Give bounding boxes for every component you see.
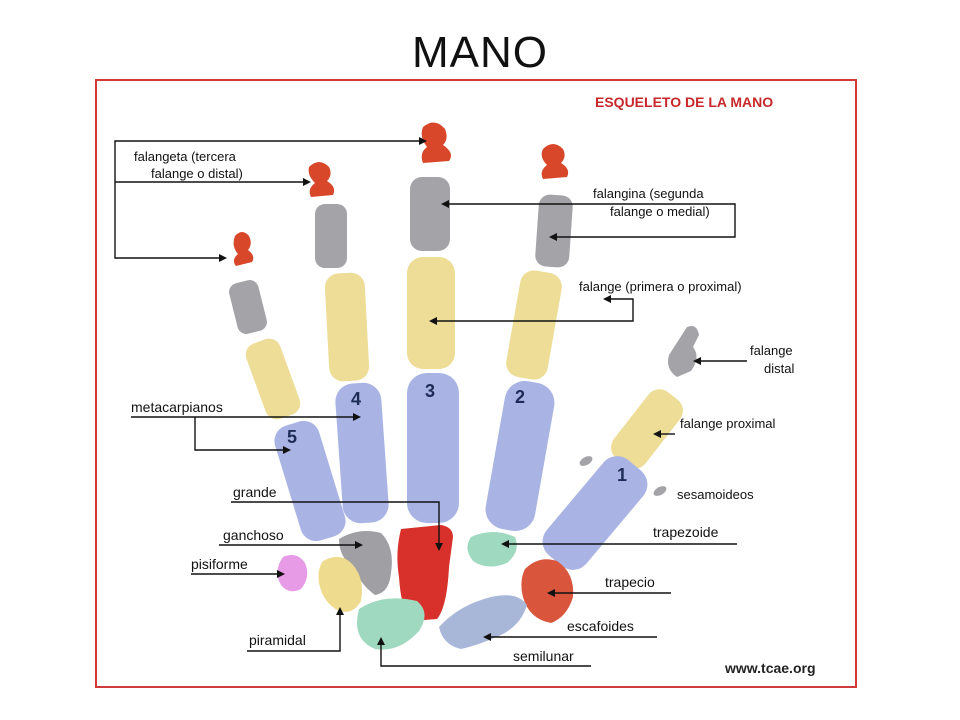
ring-proximal-phalanx [324, 272, 370, 382]
index-distal-phalanx [541, 144, 569, 179]
credit-text: www.tcae.org [724, 660, 816, 676]
leader-lines [114, 137, 747, 667]
trapezoide-bone [467, 532, 517, 567]
label-trapezoide: trapezoide [653, 524, 719, 540]
label-falange-proximal: falange (primera o proximal) [579, 279, 742, 294]
little-proximal-phalanx [245, 338, 301, 420]
label-falangeta-line1: falangeta (tercera [134, 149, 237, 164]
ring-distal-phalanx [308, 162, 335, 197]
hand-skeleton-diagram: 1 2 3 4 5 [114, 94, 816, 676]
middle-proximal-phalanx [407, 257, 455, 369]
middle-distal-phalanx [421, 122, 451, 163]
label-thumb-distal-line1: falange [750, 343, 793, 358]
bones [229, 122, 699, 650]
index-proximal-phalanx [506, 270, 562, 380]
label-grande: grande [233, 484, 277, 500]
label-thumb-proximal: falange proximal [680, 416, 775, 431]
carpal-bones [277, 525, 574, 650]
metacarpal-3 [407, 373, 459, 523]
trapecio-bone [521, 559, 574, 623]
metacarpal-number-2: 2 [515, 387, 525, 407]
metacarpal-2 [485, 380, 555, 532]
label-thumb-distal-line2: distal [764, 361, 794, 376]
piramidal-bone [318, 556, 362, 612]
middle-middle-phalanx [410, 177, 450, 251]
metacarpal-1 [542, 456, 648, 570]
label-trapecio: trapecio [605, 574, 655, 590]
label-falangina-line1: falangina (segunda [593, 186, 704, 201]
little-finger [229, 232, 346, 542]
metacarpal-number-3: 3 [425, 381, 435, 401]
index-finger [485, 144, 573, 532]
metacarpal-5 [274, 420, 346, 542]
ring-finger [308, 162, 389, 524]
index-middle-phalanx [535, 194, 573, 268]
ring-middle-phalanx [315, 204, 347, 268]
thumb-distal-phalanx [668, 326, 699, 377]
figure-heading: ESQUELETO DE LA MANO [595, 94, 773, 110]
thumb-proximal-phalanx [611, 389, 683, 469]
metacarpal-numbers: 1 2 3 4 5 [287, 381, 627, 485]
label-semilunar: semilunar [513, 648, 574, 664]
sesamoid-bone-1 [579, 456, 593, 466]
metacarpal-number-5: 5 [287, 427, 297, 447]
ganchoso-bone [339, 531, 392, 595]
label-sesamoideos: sesamoideos [677, 487, 754, 502]
slide-title: MANO [412, 28, 548, 77]
hand-skeleton-figure: 1 2 3 4 5 [95, 79, 857, 688]
label-pisiforme: pisiforme [191, 556, 248, 572]
little-distal-phalanx [233, 232, 254, 266]
label-metacarpianos: metacarpianos [131, 399, 223, 415]
semilunar-bone [357, 598, 425, 650]
sesamoid-bone-2 [653, 486, 667, 496]
thumb [542, 326, 699, 570]
label-falangeta-line2: falange o distal) [151, 166, 243, 181]
label-escafoides: escafoides [567, 618, 634, 634]
label-falangina-line2: falange o medial) [610, 204, 710, 219]
labels: ESQUELETO DE LA MANO falangeta (tercera … [131, 94, 816, 676]
label-piramidal: piramidal [249, 632, 306, 648]
metacarpal-4 [335, 382, 389, 524]
escafoides-bone [439, 595, 527, 649]
metacarpal-number-4: 4 [351, 389, 361, 409]
label-ganchoso: ganchoso [223, 527, 284, 543]
pisiforme-bone [277, 555, 308, 592]
middle-finger [407, 122, 459, 523]
metacarpal-number-1: 1 [617, 465, 627, 485]
little-middle-phalanx [229, 280, 267, 334]
